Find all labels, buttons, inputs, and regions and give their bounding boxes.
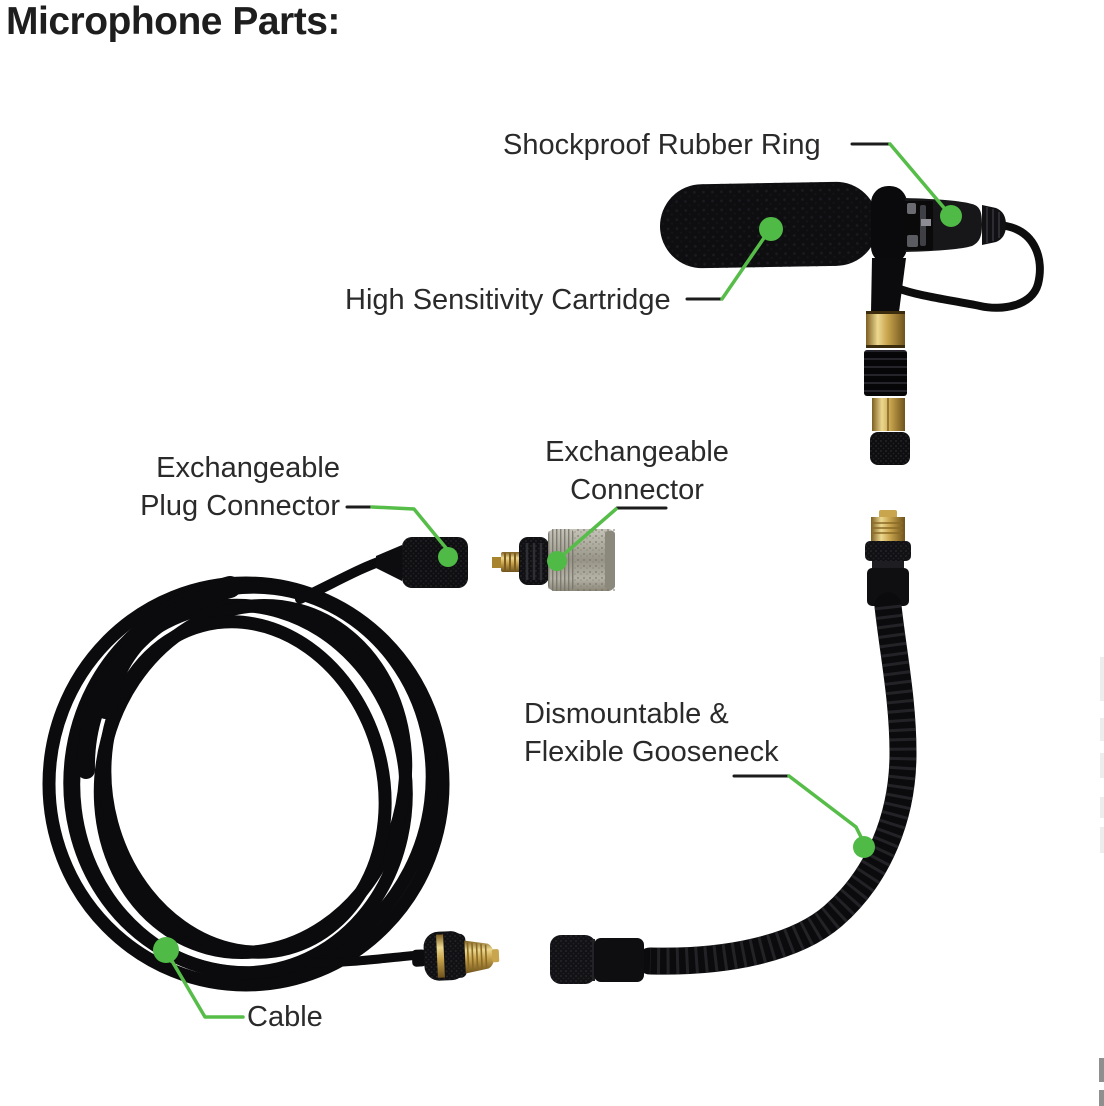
- leader-green-gooseneck: [787, 774, 865, 843]
- leader-green-plug-connector: [370, 505, 448, 550]
- label-shockproof-rubber-ring: Shockproof Rubber Ring: [503, 129, 821, 161]
- mic-cable-loop: [893, 222, 1044, 312]
- callout-lines: [153, 142, 962, 1019]
- callout-dot-gooseneck: [853, 836, 875, 858]
- callout-dot-shockproof: [940, 205, 962, 227]
- page-title: Microphone Parts:: [6, 0, 340, 43]
- gold-tip: [491, 949, 500, 963]
- gooseneck-tube: [636, 592, 917, 975]
- edge-artifacts: [1099, 657, 1104, 1106]
- gooseneck: [550, 510, 917, 984]
- label-dismountable-flexible-gooseneck: Dismountable & Flexible Gooseneck: [524, 695, 779, 771]
- leader-green-exchangeable-connector: [560, 507, 618, 558]
- exchangeable-connector: [492, 529, 615, 591]
- mic-holder: [871, 258, 906, 312]
- coiled-cable: [42, 555, 450, 992]
- label-exchangeable-connector: Exchangeable Connector: [528, 433, 746, 509]
- label-line: Connector: [570, 474, 704, 506]
- label-line: Plug Connector: [140, 490, 340, 522]
- label-line: Dismountable &: [524, 698, 729, 730]
- callout-dot-plug-connector: [438, 547, 458, 567]
- mic-clip: [871, 186, 907, 264]
- label-line: Flexible Gooseneck: [524, 736, 779, 768]
- callout-dot-exchangeable-connector: [547, 551, 567, 571]
- label-high-sensitivity-cartridge: High Sensitivity Cartridge: [345, 284, 671, 316]
- label-cable: Cable: [247, 1001, 323, 1033]
- cable-end-connector: [411, 931, 500, 981]
- label-line: Exchangeable: [156, 452, 340, 484]
- label-exchangeable-plug-connector: Exchangeable Plug Connector: [115, 449, 340, 525]
- leader-green-shockproof: [888, 142, 947, 211]
- leader-green-cartridge: [720, 233, 768, 301]
- label-line: Exchangeable: [545, 436, 729, 468]
- microphone: [660, 181, 1044, 465]
- callout-dot-cable: [153, 937, 179, 963]
- callout-dot-cartridge: [759, 217, 783, 241]
- mic-stem: [864, 311, 910, 465]
- leader-green-cable: [170, 959, 245, 1019]
